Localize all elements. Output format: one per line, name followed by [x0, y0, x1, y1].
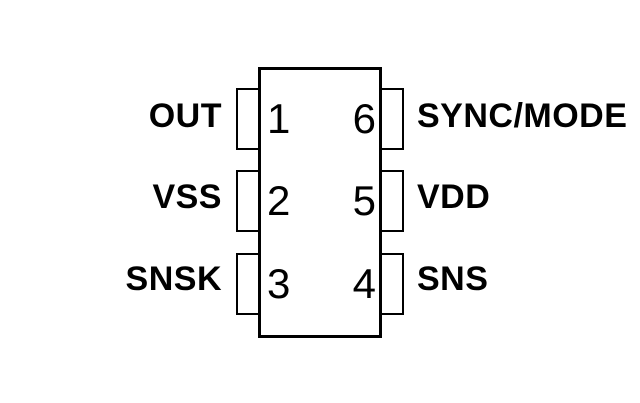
pin-label-vss: VSS	[152, 178, 222, 216]
pin-tab-5	[379, 170, 404, 232]
pin-number-6: 6	[352, 94, 376, 142]
pin-number-row: 2 5	[261, 170, 379, 232]
pin-number-4: 4	[352, 259, 376, 307]
pin-number-row: 1 6	[261, 88, 379, 150]
pin-tab-6	[379, 88, 404, 150]
pin-label-sns: SNS	[417, 260, 489, 298]
pin-number-2: 2	[267, 176, 291, 224]
pin-label-out: OUT	[148, 97, 222, 135]
pin-tab-3	[236, 253, 261, 315]
pin-number-3: 3	[267, 259, 291, 307]
pin-number-1: 1	[267, 94, 291, 142]
pin-label-vdd: VDD	[417, 178, 491, 216]
pin-number-5: 5	[352, 176, 376, 224]
pin-tab-2	[236, 170, 261, 232]
pin-tab-1	[236, 88, 261, 150]
pin-number-row: 3 4	[261, 253, 379, 315]
ic-package-body: 1 6 2 5 3 4	[258, 67, 382, 338]
pin-label-snsk: SNSK	[125, 260, 222, 298]
pin-tab-4	[379, 253, 404, 315]
pin-label-sync-mode: SYNC/MODE	[417, 97, 628, 135]
